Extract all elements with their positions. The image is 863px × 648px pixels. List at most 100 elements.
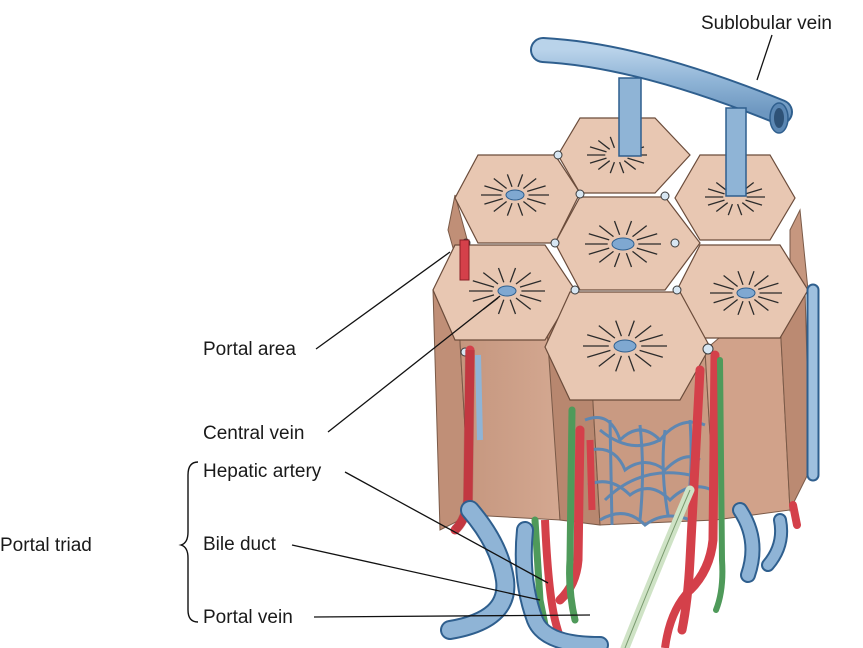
hepatocyte-cord [519,280,542,288]
label-central-vein: Central vein [203,423,305,444]
hepatocyte-cord [589,146,607,153]
central-vein-upper-left [505,189,525,201]
hepatocyte-cord [758,295,779,304]
central-vein-center [611,237,635,251]
leader-sublobular-vein [756,34,773,81]
hepatocyte-cord [527,185,546,193]
hepatocyte-cord [707,199,725,206]
hepatocyte-cord [736,203,743,216]
hepatocyte-cord [623,160,637,171]
hepatocyte-cord [627,157,645,164]
hepatocyte-cord [748,270,755,286]
hepatocyte-cord [484,197,503,205]
hepatocyte-cord [497,299,505,315]
hepatocyte-cord [509,267,517,283]
label-hepatic-artery: Hepatic artery [203,461,322,482]
hepatocyte-cord [493,177,508,190]
hepatocyte-cord [598,325,616,339]
hepatocyte-cord [506,174,513,188]
hepatocyte-cord [588,247,610,255]
hepatocyte-cord [484,185,503,193]
hepatocyte-cord [627,320,635,337]
central-vein-right [736,287,756,299]
hepatocyte-cord [713,295,734,304]
hepatocyte-cord [515,297,532,310]
hepatocyte-cord [598,225,614,238]
hepatocyte-cord [493,200,508,213]
hepatocyte-cord [613,220,621,236]
hepatocyte-cord [737,300,744,316]
hepatocyte-cord [598,250,614,263]
hepatocyte-cord [597,139,611,150]
hepatocyte-cord [497,267,505,283]
hepatocyte-cord [472,294,495,302]
central-veins [497,189,756,353]
hepatocyte-cord [509,299,517,315]
lobule-top-upper-right [674,154,796,241]
leader-central-vein [327,295,501,433]
hepatocyte-cord [517,174,524,188]
hepatocyte-cord [615,355,623,372]
hepatocyte-cord [609,136,616,149]
label-portal-vein: Portal vein [203,607,293,628]
hepatocyte-cord [634,325,652,339]
hepatocyte-cord [713,282,734,291]
hepatocyte-cord [527,197,546,205]
hepatocyte-cord [482,272,499,285]
label-bile-duct: Bile duct [203,534,276,555]
hepatocyte-cord [587,349,611,358]
leader-hepatic-artery [344,471,549,584]
sublobular-vein [530,37,793,197]
hepatocyte-cord [748,300,755,316]
leader-lines [291,34,773,618]
hepatocyte-cord [517,202,524,216]
central-vein-front [613,339,637,353]
central-vein-left [497,285,517,297]
hepatocyte-cord [615,320,623,337]
hepatocyte-cord [727,203,734,216]
hepatocyte-cord [741,202,755,213]
label-portal-area: Portal area [203,339,296,360]
hepatocyte-cord [639,349,663,358]
hepatocyte-cord [723,298,739,312]
hepatocyte-cord [745,199,763,206]
hepatocyte-cord [522,177,537,190]
hepatocyte-cord [598,353,616,367]
hepatocyte-cord [587,334,611,343]
hepatocyte-cord [522,200,537,213]
hepatocyte-cord [588,233,610,241]
hepatocyte-cord [636,247,658,255]
hepatocyte-cord [472,280,495,288]
hepatocyte-cord [613,252,621,268]
hepatocyte-cord [723,274,739,288]
portal-triad-vessels [440,239,820,648]
leader-bile-duct [291,544,541,601]
hepatocyte-cord [625,252,633,268]
hepatocyte-cord [737,270,744,286]
hepatocyte-cord [636,233,658,241]
hepatocyte-cord [589,157,607,164]
hepatocyte-cord [597,160,611,171]
hepatocyte-cord [609,161,616,174]
hepatocyte-cord [634,353,652,367]
label-sublobular-vein: Sublobular vein [701,13,832,34]
hepatocyte-cord [715,202,729,213]
hepatocyte-cord [625,220,633,236]
hepatocyte-cord [753,274,769,288]
hepatocyte-cord [745,188,763,195]
hepatocyte-cord [758,282,779,291]
hepatocyte-cord [515,272,532,285]
label-portal-triad: Portal triad [0,535,92,556]
leader-portal-vein [313,614,591,618]
hepatocyte-cord [707,188,725,195]
hepatocyte-cords [469,136,782,372]
leader-portal-area [315,251,451,350]
hepatocyte-cord [618,161,625,174]
hepatocyte-cord [506,202,513,216]
hepatocyte-cord [639,334,663,343]
hepatocyte-cord [632,250,648,263]
hepatocyte-cord [753,298,769,312]
portal-triad-bracket [178,461,199,623]
hepatocyte-cord [519,294,542,302]
